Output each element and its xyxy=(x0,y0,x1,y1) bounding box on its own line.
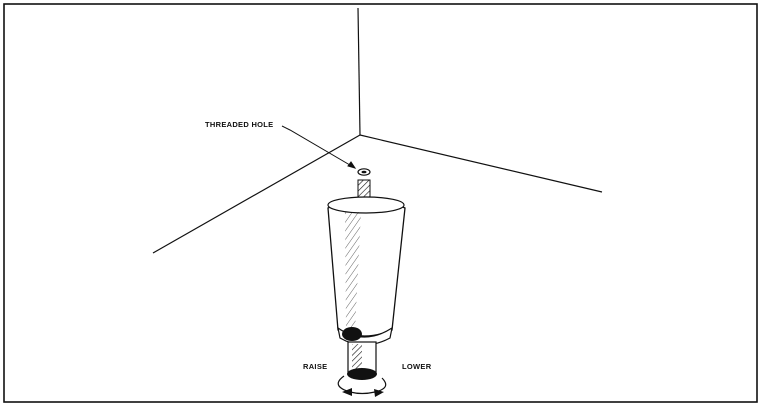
lower-label: LOWER xyxy=(402,362,432,371)
leveling-foot xyxy=(327,179,406,380)
rotation-arrow xyxy=(337,375,387,397)
threaded-hole xyxy=(357,168,371,176)
cabinet-corner xyxy=(152,7,603,254)
threaded-hole-leader xyxy=(281,125,357,169)
threaded-hole-label: THREADED HOLE xyxy=(205,120,274,129)
figure-border xyxy=(3,3,758,403)
raise-label: RAISE xyxy=(303,362,328,371)
